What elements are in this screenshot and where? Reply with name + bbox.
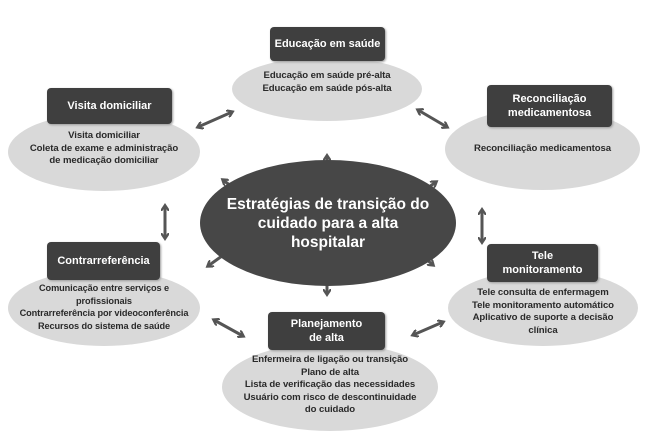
arrow-down-left xyxy=(208,254,223,266)
list-item: Visita domiciliar xyxy=(68,130,140,141)
reconciliacao-items: Reconciliação medicamentosa xyxy=(445,143,640,156)
list-item: Tele consulta de enfermagem xyxy=(477,287,609,298)
tele-title-line: Tele xyxy=(531,250,554,262)
visita-title: Visita domiciliar xyxy=(67,100,152,112)
list-item: do cuidado xyxy=(304,404,356,415)
list-item: Aplicativo de suporte a decisão xyxy=(472,312,614,323)
educacao-items: Educação em saúde pré-alta Educação em s… xyxy=(232,70,422,95)
educacao-title: Educação em saúde xyxy=(274,38,381,50)
educacao-title-box: Educação em saúde xyxy=(270,27,385,61)
list-item: Comunicação entre serviços e xyxy=(39,283,169,293)
list-item: Reconciliação medicamentosa xyxy=(474,143,611,154)
list-item: Coleta de exame e administração xyxy=(29,142,179,154)
central-strategy-node: Estratégias de transição do cuidado para… xyxy=(200,160,456,286)
list-item: Educação em saúde pós-alta xyxy=(262,82,392,94)
planejamento-title-line: de alta xyxy=(309,332,344,344)
tele-items: Tele consulta de enfermagem Tele monitor… xyxy=(448,287,638,337)
reconciliacao-title-line: Reconciliação xyxy=(512,93,587,105)
center-line: Estratégias de transição do xyxy=(226,195,430,213)
contrarreferencia-title: Contrarreferência xyxy=(57,255,150,267)
list-item: Contrarreferência por videoconferência xyxy=(19,308,189,318)
planejamento-items: Enfermeira de ligação ou transição Plano… xyxy=(222,354,438,417)
list-item: Usuário com risco de descontinuidade xyxy=(243,391,417,403)
list-item: Plano de alta xyxy=(301,366,359,378)
visita-title-box: Visita domiciliar xyxy=(47,88,172,124)
planejamento-title-box: Planejamento de alta xyxy=(268,312,385,350)
list-item: profissionais xyxy=(76,295,132,306)
double-arrow-visita-educacao xyxy=(198,112,232,127)
contrarreferencia-items: Comunicação entre serviços e profissiona… xyxy=(6,282,202,332)
list-item: Recursos do sistema de saúde xyxy=(37,320,170,331)
reconciliacao-title-box: Reconciliação medicamentosa xyxy=(487,85,612,127)
list-item: de medicação domiciliar xyxy=(49,155,159,166)
educacao-ellipse xyxy=(232,57,422,121)
double-arrow-contrarreferencia-planejamento xyxy=(214,320,243,336)
tele-title-line: monitoramento xyxy=(502,264,583,276)
list-item: Tele monitoramento automático xyxy=(472,299,614,311)
visita-items: Visita domiciliar Coleta de exame e admi… xyxy=(8,130,200,168)
tele-title-box: Tele monitoramento xyxy=(487,244,598,282)
contrarreferencia-title-box: Contrarreferência xyxy=(47,242,160,280)
list-item: Lista de verificação das necessidades xyxy=(244,379,416,390)
center-line: hospitalar xyxy=(290,233,366,251)
list-item: clínica xyxy=(528,324,558,336)
double-arrow-planejamento-tele xyxy=(413,322,443,335)
planejamento-title-line: Planejamento xyxy=(290,318,363,330)
contrarreferencia-ellipse xyxy=(8,270,200,346)
list-item: Enfermeira de ligação ou transição xyxy=(251,354,409,365)
reconciliacao-title-line: medicamentosa xyxy=(507,107,592,119)
visita-ellipse xyxy=(8,113,200,191)
double-arrow-educacao-reconciliacao xyxy=(418,110,447,127)
planejamento-ellipse xyxy=(222,343,438,431)
center-line: cuidado para a alta xyxy=(257,214,399,232)
tele-ellipse xyxy=(448,270,638,346)
list-item: Educação em saúde pré-alta xyxy=(263,70,391,81)
